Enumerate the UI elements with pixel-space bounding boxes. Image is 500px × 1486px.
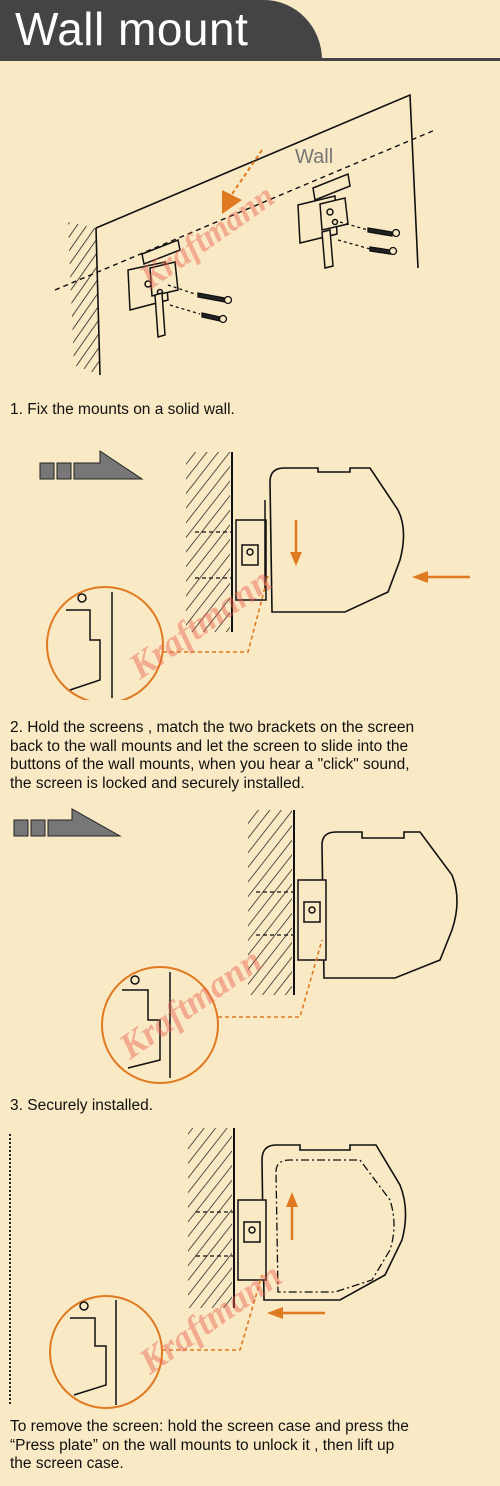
- watermark: Kraftmann: [133, 177, 282, 297]
- detail-circle: [46, 586, 164, 700]
- header-underline: [0, 58, 500, 61]
- step3-diagram: Kraftmann: [13, 808, 458, 1084]
- left-bracket: [127, 238, 181, 338]
- screen-outline: [321, 831, 458, 979]
- wall-label: Wall: [295, 146, 333, 168]
- step-arrow: [13, 808, 122, 837]
- wall-hatch: [68, 222, 100, 375]
- screws: [167, 221, 401, 324]
- screen-outline-lifted: [275, 1159, 395, 1293]
- header-banner: Wall mount: [0, 0, 322, 60]
- page-title: Wall mount: [15, 3, 249, 55]
- screen-outline: [269, 467, 405, 613]
- orange-arrow: [227, 149, 263, 201]
- step2-caption: 2. Hold the screens , match the two brac…: [10, 719, 415, 792]
- step1-caption: 1. Fix the mounts on a solid wall.: [10, 401, 235, 418]
- dotted-guide: [9, 1134, 13, 1404]
- step3-caption: 3. Securely installed.: [10, 1097, 154, 1114]
- right-bracket: [297, 172, 351, 269]
- step4-caption: To remove the screen: hold the screen ca…: [10, 1418, 409, 1472]
- guide-line: [54, 129, 436, 291]
- screen-outline: [261, 1144, 407, 1301]
- step1-diagram: Wall Kraftmann: [54, 93, 436, 376]
- step4-diagram: Kraftmann: [49, 1128, 407, 1409]
- step-arrow: [39, 450, 144, 480]
- wall-outline: [95, 93, 419, 269]
- step2-diagram: Kraftmann: [39, 450, 470, 700]
